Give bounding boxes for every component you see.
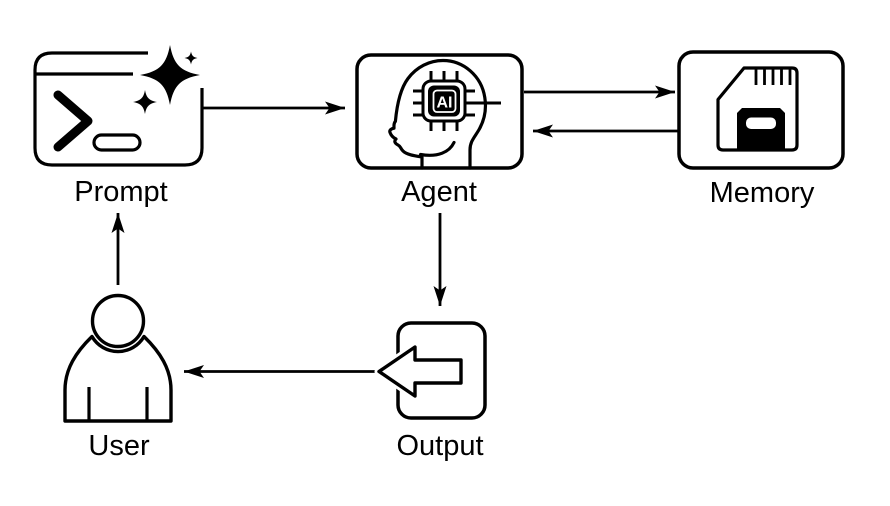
sparkle-medium-icon [133,90,157,114]
sparkle-large-icon [140,45,200,105]
chip-ai-text: AI [437,95,453,112]
person-body [63,334,173,423]
sd-card-outline [716,66,799,152]
agent-box [355,53,524,170]
diagram-edges [111,85,680,378]
output-node: Output [374,321,487,462]
terminal-sparkles-icon [33,40,205,167]
memory-node: Memory [677,50,845,209]
sd-card-slot [746,117,776,129]
sd-card-icon [716,66,799,152]
output-label: Output [396,430,483,462]
user-node: User [63,293,173,462]
agent-node: AI Agent [355,53,524,208]
import-arrow-shape [377,345,463,398]
import-arrow-icon [374,342,466,401]
person-icon [63,293,173,423]
terminal-cursor-pill [92,133,142,152]
agent-label: Agent [401,176,477,208]
terminal-window-outline [33,51,204,167]
chip-badge-border [432,89,457,113]
sparkle-small-icon [184,51,198,65]
person-arm-lines [87,387,149,421]
chip-inner [428,85,460,117]
terminal-chevron [53,90,93,152]
head-ai-chip-icon: AI [388,58,501,170]
chip-pins [413,71,501,131]
sd-card-contacts [754,68,792,85]
person-head [90,293,146,349]
user-label: User [88,430,150,462]
memory-box [677,50,845,170]
memory-label: Memory [710,177,815,209]
head-jaw-curve [418,140,456,157]
prompt-label: Prompt [74,176,167,208]
prompt-node: Prompt [33,40,205,208]
